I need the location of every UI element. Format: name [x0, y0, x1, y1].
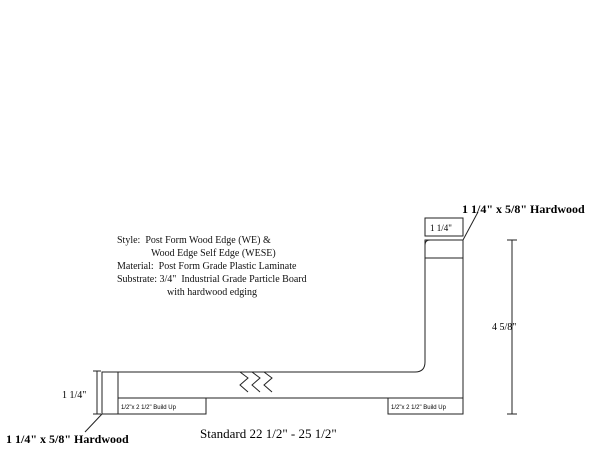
top-hardwood-cap [424, 239, 464, 259]
top-width-label: 1 1/4" [430, 223, 452, 233]
countertop-inner-line [424, 239, 464, 258]
left-height-label: 1 1/4" [62, 390, 86, 401]
top-hardwood-label: 1 1/4" x 5/8" Hardwood [462, 202, 585, 216]
bottom-hardwood-leader [84, 413, 103, 433]
countertop-body-outline [117, 257, 464, 399]
standard-dimension-label: Standard 22 1/2" - 25 1/2" [200, 426, 337, 441]
spec-material-line: Material: Post Form Grade Plastic Lamina… [117, 261, 297, 272]
spec-notes: Style: Post Form Wood Edge (WE) & Wood E… [117, 234, 307, 299]
right-height-label: 4 5/8" [492, 322, 516, 333]
spec-substrate-line: Substrate: 3/4" Industrial Grade Particl… [117, 274, 307, 285]
spec-edging-line: with hardwood edging [167, 287, 257, 298]
buildup-right-block [387, 397, 464, 415]
spec-style-line-2: Wood Edge Self Edge (WESE) [151, 248, 276, 259]
buildup-left-label: 1/2"x 2 1/2" Build Up [121, 405, 177, 411]
break-symbol [239, 371, 273, 393]
spec-style-line: Style: Post Form Wood Edge (WE) & [117, 235, 271, 246]
top-hardwood-leader [462, 211, 479, 241]
front-hardwood-edge [101, 371, 119, 415]
top-width-dimension-box [424, 217, 464, 237]
buildup-right-label: 1/2"x 2 1/2" Build Up [391, 405, 447, 411]
buildup-left-block [117, 397, 207, 415]
bottom-hardwood-label: 1 1/4" x 5/8" Hardwood [6, 432, 129, 446]
